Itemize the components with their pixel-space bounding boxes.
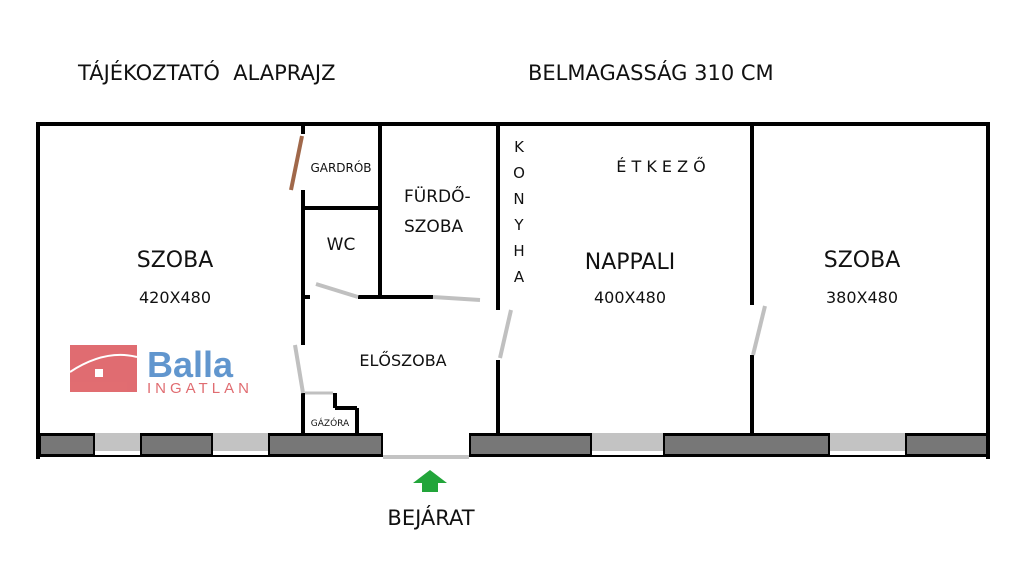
wardrobe-door	[289, 135, 304, 191]
plan-title: TÁJÉKOZTATÓ ALAPRAJZ	[77, 60, 335, 85]
left-room-name: SZOBA	[137, 248, 214, 273]
svg-text:H: H	[513, 242, 524, 260]
window	[592, 433, 663, 451]
living-door	[498, 309, 513, 359]
svg-text:K: K	[514, 138, 525, 156]
left-room-door	[293, 344, 305, 394]
window	[213, 433, 268, 451]
doors	[289, 135, 767, 394]
watermark-sub: INGATLAN	[147, 380, 253, 397]
window	[830, 433, 905, 451]
right-room-size: 380X480	[826, 288, 898, 307]
left-room-size: 420X480	[139, 288, 211, 307]
bathroom-label-1: FÜRDŐ-	[404, 185, 471, 207]
dining-label: É T K E Z Ő	[616, 156, 705, 176]
right-room-door	[751, 305, 767, 356]
watermark-brand: Balla	[147, 344, 234, 385]
walls	[36, 122, 990, 459]
watermark-logo: Balla INGATLAN	[69, 344, 253, 397]
living-room-name: NAPPALI	[585, 250, 675, 275]
entrance-arrow-icon	[413, 470, 447, 492]
ceiling-height: BELMAGASSÁG 310 CM	[528, 60, 774, 85]
entrance-threshold	[383, 455, 469, 459]
facade	[38, 430, 988, 460]
bathroom-label-2: SZOBA	[404, 217, 463, 237]
wardrobe-label: GARDRÓB	[310, 160, 371, 175]
entrance-label: BEJÁRAT	[387, 505, 474, 530]
right-room-name: SZOBA	[824, 248, 901, 273]
svg-text:N: N	[513, 190, 524, 208]
hall-label: ELŐSZOBA	[359, 350, 446, 370]
svg-text:A: A	[514, 268, 525, 286]
svg-text:Y: Y	[513, 216, 524, 234]
gas-meter-label: GÁZÓRA	[311, 417, 350, 429]
window	[95, 433, 140, 451]
wc-door	[315, 282, 359, 299]
kitchen-label: K O N Y H A	[513, 138, 525, 286]
living-room-size: 400X480	[594, 288, 666, 307]
bathroom-door	[432, 295, 481, 302]
wc-label: WC	[327, 235, 356, 255]
svg-text:O: O	[513, 164, 525, 182]
